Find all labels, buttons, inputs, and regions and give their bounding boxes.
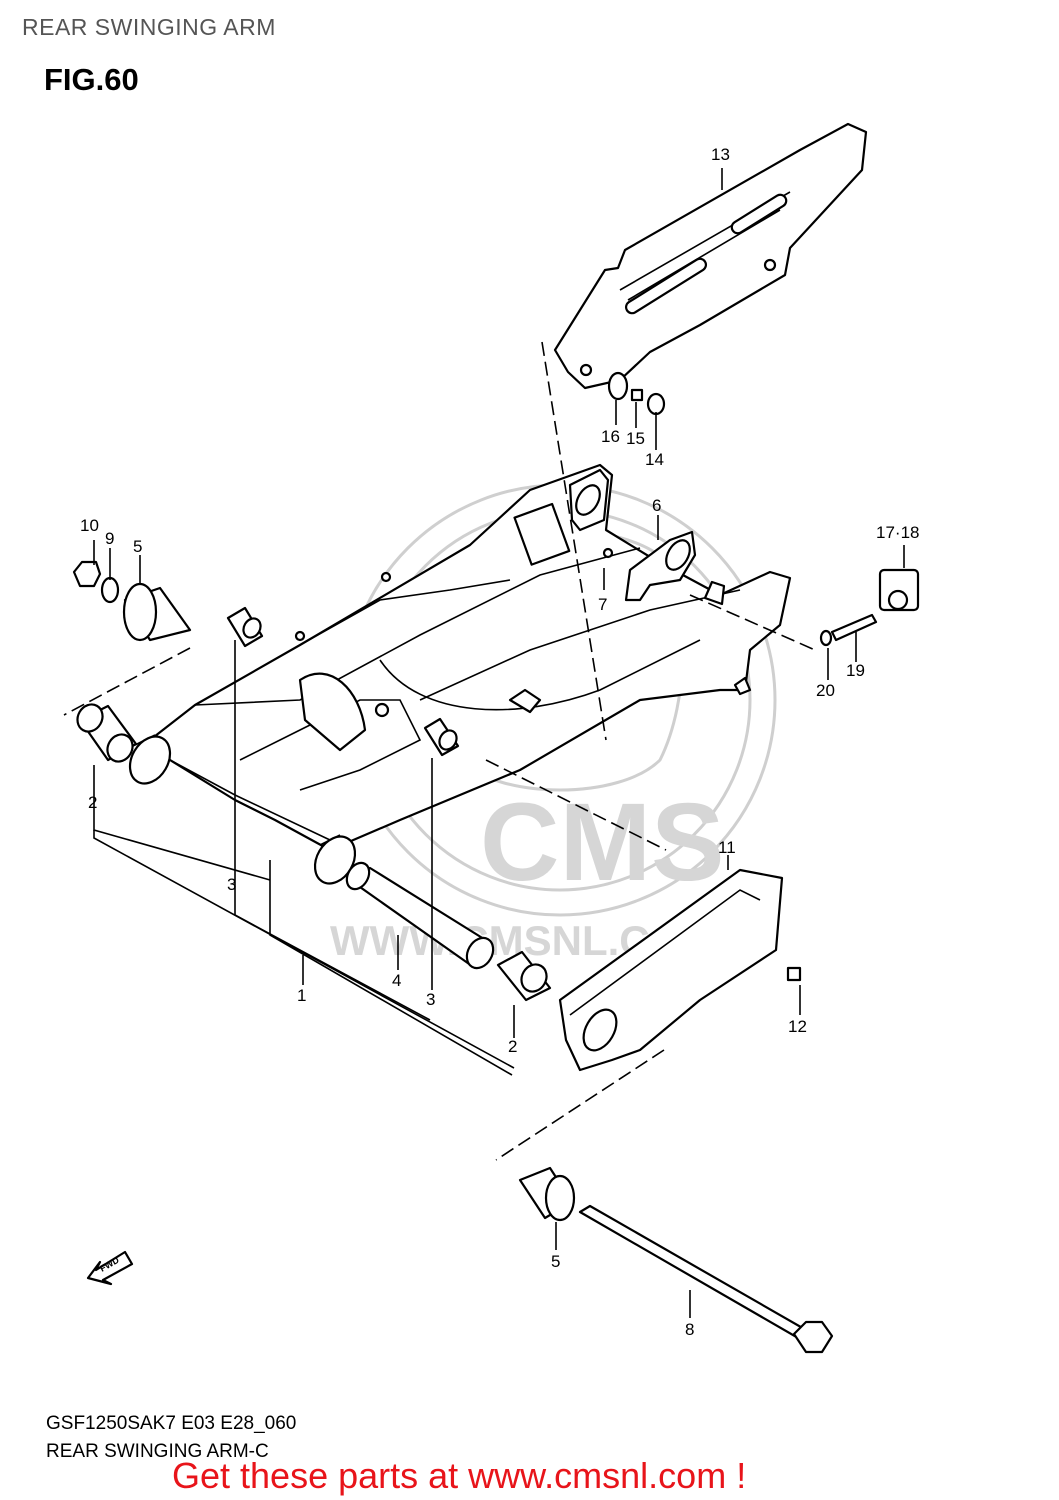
callout-12: 12	[788, 1017, 807, 1036]
callout-10: 10	[80, 516, 99, 535]
diagram-caption: REAR SWINGING ARM-C	[46, 1441, 269, 1462]
pivot-axle	[518, 1166, 834, 1354]
bearings	[76, 606, 552, 1002]
callout-13: 13	[711, 145, 730, 164]
callout-3a: 3	[227, 875, 236, 894]
fwd-arrow-icon: FWD	[86, 1250, 134, 1286]
callout-3b: 3	[426, 990, 435, 1009]
swing-arm	[128, 463, 792, 885]
callout-labels: 13 10 9 5 16 15 14 6 7 17·18 19 20 2 11 …	[80, 145, 919, 1339]
callout-7: 7	[598, 595, 607, 614]
model-code: GSF1250SAK7 E03 E28_060	[46, 1413, 297, 1434]
callout-15: 15	[626, 429, 645, 448]
callout-11: 11	[718, 838, 736, 857]
chain-case-bolts	[607, 371, 666, 416]
callout-2b: 2	[508, 1037, 517, 1056]
callout-1: 1	[297, 986, 306, 1005]
callout-20: 20	[816, 681, 835, 700]
watermark-brand: CMS	[480, 781, 724, 904]
guide-lines	[63, 341, 816, 1161]
page-title: REAR SWINGING ARM	[22, 14, 276, 40]
callout-4: 4	[392, 971, 401, 990]
chain-adjuster	[602, 530, 920, 647]
callout-9: 9	[105, 529, 114, 548]
pivot-fasteners-left	[72, 560, 192, 642]
promo-link[interactable]: Get these parts at www.cmsnl.com !	[172, 1455, 747, 1496]
callout-2a: 2	[88, 793, 97, 812]
leader-lines	[93, 168, 905, 1318]
chain-guard	[558, 868, 802, 1072]
chain-case	[553, 122, 868, 390]
callout-14: 14	[645, 450, 664, 469]
callout-5a: 5	[133, 537, 142, 556]
callout-5b: 5	[551, 1252, 560, 1271]
callout-6: 6	[652, 496, 661, 515]
callout-16: 16	[601, 427, 620, 446]
callout-19: 19	[846, 661, 865, 680]
figure-label: FIG.60	[44, 62, 139, 97]
watermark-logo: CMS WWW.CMSNL.COM	[330, 483, 777, 964]
callout-17-18: 17·18	[876, 523, 919, 542]
callout-8: 8	[685, 1320, 694, 1339]
